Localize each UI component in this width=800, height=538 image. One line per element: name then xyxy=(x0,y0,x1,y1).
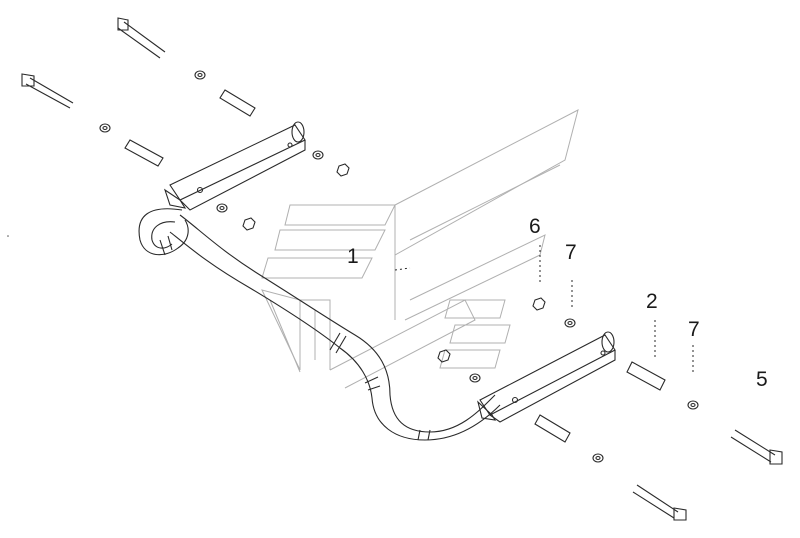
pins xyxy=(124,89,666,443)
nuts xyxy=(242,163,546,363)
upper-bushing xyxy=(163,121,306,211)
callout-1: 1 xyxy=(347,245,359,268)
stabilizer-bar xyxy=(138,208,501,441)
washers xyxy=(99,70,699,463)
callout-6: 6 xyxy=(529,215,541,238)
callout-7-lower: 7 xyxy=(688,318,700,341)
callout-5: 5 xyxy=(756,368,768,391)
bolts xyxy=(21,17,783,521)
lower-bushing xyxy=(477,331,616,423)
callout-7-upper: 7 xyxy=(565,241,577,264)
watermark-logo xyxy=(261,109,579,389)
stray-dot xyxy=(7,235,9,237)
callout-2: 2 xyxy=(646,290,658,313)
leader-lines xyxy=(394,245,694,372)
